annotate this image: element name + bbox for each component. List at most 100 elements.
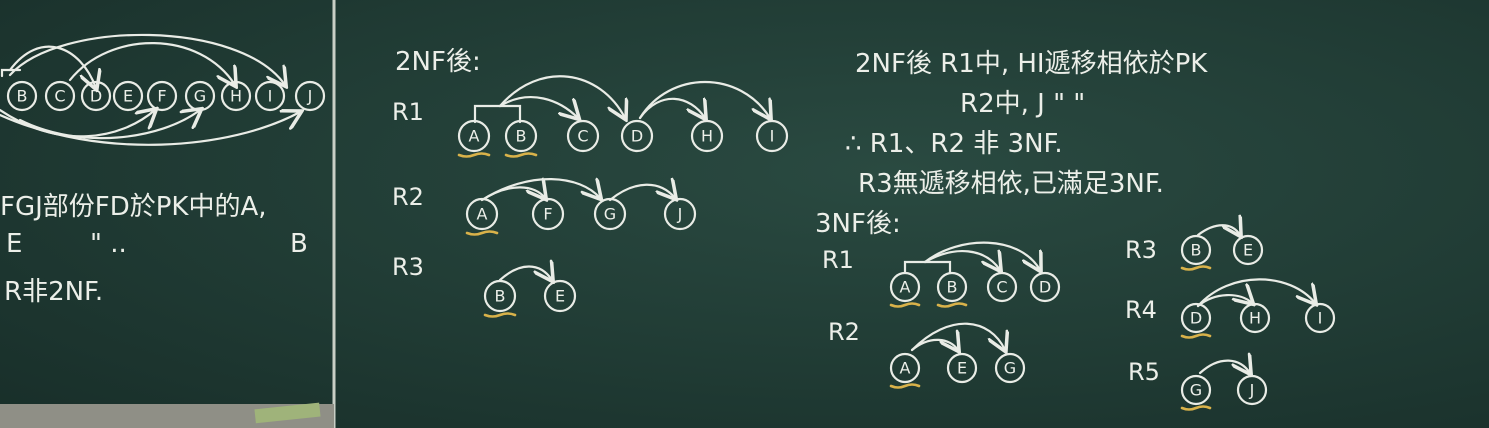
svg-text:G: G <box>1190 381 1202 400</box>
left-node-d: D <box>80 80 112 112</box>
right-r2-diagram: R2 <box>828 318 1005 350</box>
middle-heading: 2NF後: <box>395 47 481 77</box>
svg-text:E: E <box>1243 241 1253 260</box>
mid-r1-label: R1 <box>392 98 424 126</box>
mid-r1-node-d: D <box>620 119 654 153</box>
mid-r1-node-a: A <box>457 119 491 158</box>
right-note1: 2NF後 R1中, HI遞移相依於PK <box>855 49 1208 79</box>
right-note2: R2中, J " " <box>960 89 1085 119</box>
mid-r3-node-b: B <box>483 279 517 318</box>
svg-text:C: C <box>54 87 65 106</box>
svg-text:I: I <box>770 127 775 146</box>
svg-text:J: J <box>1249 381 1255 400</box>
left-node-e: E <box>112 80 144 112</box>
right-r2-label: R2 <box>828 318 860 346</box>
mid-r2-label: R2 <box>392 183 424 211</box>
right-r1-diagram: R1 <box>822 241 1040 274</box>
right-r3-diagram: R3 <box>1125 225 1240 264</box>
node-layer: B C D E F G H I J A B C D H I A F G J B E A B C D A E G B E D H I G J <box>6 80 1336 411</box>
right-r5-node-g: G <box>1180 374 1212 411</box>
right-r1-label: R1 <box>822 246 854 274</box>
svg-text:A: A <box>469 127 480 146</box>
left-node-h: H <box>220 80 252 112</box>
left-note-line2-marks: " .. <box>90 229 127 259</box>
mid-r3-diagram: R3 <box>392 253 552 281</box>
left-node-i: I <box>254 80 286 112</box>
left-node-j: J <box>294 80 326 112</box>
svg-text:B: B <box>516 127 527 146</box>
svg-text:J: J <box>677 205 683 224</box>
mid-r1-node-c: C <box>566 119 600 153</box>
right-r4-diagram: R4 <box>1125 278 1315 324</box>
right-r3-label: R3 <box>1125 236 1157 264</box>
svg-text:A: A <box>900 359 911 378</box>
left-node-c: C <box>44 80 76 112</box>
svg-text:G: G <box>1004 359 1016 378</box>
mid-r3-node-e: E <box>543 279 577 313</box>
right-r1-node-a: A <box>889 271 921 308</box>
right-r5-label: R5 <box>1128 358 1160 386</box>
right-r4-node-i: I <box>1304 302 1336 334</box>
right-r3-node-b: B <box>1180 234 1212 271</box>
svg-text:E: E <box>555 287 565 306</box>
svg-text:B: B <box>17 87 28 106</box>
left-note-line2-left: E <box>6 229 22 259</box>
svg-text:G: G <box>194 87 206 106</box>
svg-text:F: F <box>157 87 166 106</box>
right-r3-node-e: E <box>1232 234 1264 266</box>
svg-text:I: I <box>268 87 273 106</box>
left-dependency-diagram <box>0 33 300 146</box>
right-note4: R3無遞移相依,已滿足3NF. <box>858 169 1164 199</box>
left-note-line2-right: B <box>290 229 308 259</box>
right-r2-node-a: A <box>889 352 921 389</box>
right-note3: ∴ R1、R2 非 3NF. <box>845 129 1063 159</box>
left-node-b: B <box>6 80 38 112</box>
svg-text:H: H <box>1249 309 1261 328</box>
mid-r2-diagram: R2 <box>392 179 675 211</box>
svg-text:E: E <box>957 359 967 378</box>
left-node-g: G <box>184 80 216 112</box>
svg-text:H: H <box>701 127 713 146</box>
svg-text:E: E <box>123 87 133 106</box>
mid-r2-node-g: G <box>593 197 627 231</box>
right-r1-node-b: B <box>936 271 968 308</box>
right-heading: 3NF後: <box>815 209 901 239</box>
svg-text:B: B <box>947 278 958 297</box>
mid-r1-node-i: I <box>755 119 789 153</box>
mid-r2-node-a: A <box>465 197 499 236</box>
svg-text:D: D <box>1190 309 1202 328</box>
mid-r2-node-j: J <box>663 197 697 231</box>
mid-r1-node-h: H <box>690 119 724 153</box>
right-r5-node-j: J <box>1236 374 1268 406</box>
svg-text:H: H <box>230 87 242 106</box>
right-r2-node-g: G <box>994 352 1026 384</box>
svg-text:J: J <box>307 87 313 106</box>
mid-r2-node-f: F <box>531 197 565 231</box>
right-r1-node-c: C <box>986 271 1018 303</box>
svg-text:C: C <box>577 127 588 146</box>
right-r2-node-e: E <box>946 352 978 384</box>
svg-text:A: A <box>477 205 488 224</box>
right-r4-label: R4 <box>1125 296 1157 324</box>
svg-text:F: F <box>543 205 552 224</box>
mid-r1-diagram: R1 <box>392 75 770 126</box>
left-note-line3: R非2NF. <box>4 277 103 307</box>
eraser <box>254 402 321 424</box>
svg-text:D: D <box>1039 278 1051 297</box>
svg-text:C: C <box>996 278 1007 297</box>
right-r4-node-d: D <box>1180 302 1212 339</box>
mid-r3-label: R3 <box>392 253 424 281</box>
svg-text:G: G <box>604 205 616 224</box>
svg-text:D: D <box>631 127 643 146</box>
svg-text:A: A <box>900 278 911 297</box>
right-r5-diagram: R5 <box>1128 358 1250 386</box>
right-r4-node-h: H <box>1239 302 1271 334</box>
left-note-line1: FGJ部份FD於PK中的A, <box>0 192 267 222</box>
right-r1-node-d: D <box>1029 271 1061 303</box>
svg-text:B: B <box>495 287 506 306</box>
svg-text:I: I <box>1318 309 1323 328</box>
svg-text:D: D <box>90 87 102 106</box>
left-node-f: F <box>146 80 178 112</box>
